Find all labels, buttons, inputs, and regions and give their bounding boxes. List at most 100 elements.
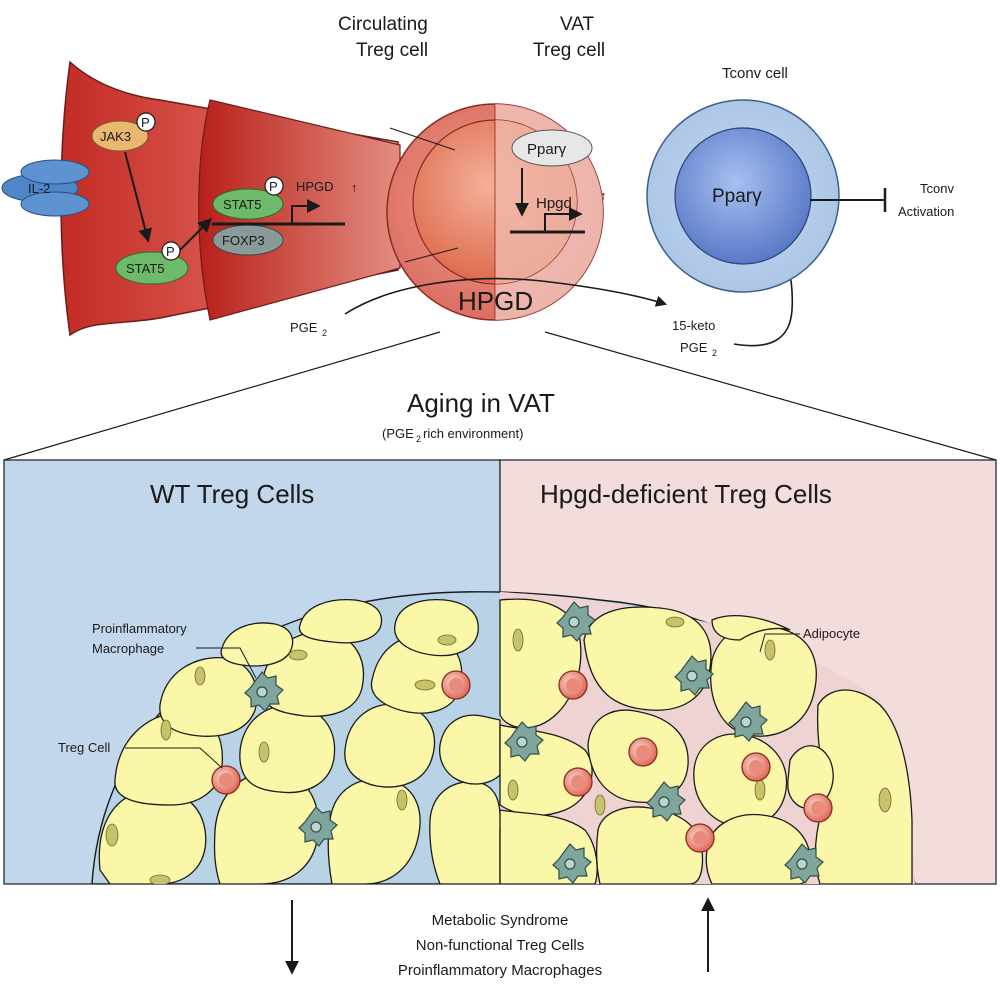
adipocyte-nucleus [396, 789, 408, 811]
macrophage [244, 671, 284, 712]
macrophage [556, 601, 596, 642]
ko-panel-title: Hpgd-deficient Treg Cells [540, 479, 832, 509]
environment-sub: 2 [416, 434, 421, 444]
adipocyte [220, 622, 294, 667]
keto-label-2: PGE [680, 340, 708, 355]
circulating-label-1: Circulating [338, 14, 428, 35]
pge2-label: PGE [290, 320, 318, 335]
adipocyte-nucleus [105, 823, 119, 847]
outcome-line-2: Non-functional Treg Cells [416, 937, 584, 954]
treg-cell [741, 752, 771, 782]
stat5-to-nucleus-arrow [179, 218, 212, 251]
jak3-to-stat5-arrow [124, 151, 152, 243]
phospho-label: P [141, 115, 150, 130]
adipocyte [583, 606, 712, 711]
il2-label: IL-2 [28, 181, 50, 196]
phospho-label: P [269, 179, 278, 194]
adipocyte [439, 714, 501, 785]
adipocyte-nucleus [594, 794, 606, 816]
treg-cell [558, 670, 588, 700]
adipocyte-nucleus [764, 639, 776, 661]
up-arrow-icon: ↑ [600, 188, 607, 203]
adipocyte-nucleus [194, 666, 206, 686]
treg-cell [211, 765, 241, 795]
leader-line [404, 247, 459, 263]
hpgd-up-label: HPGD [296, 179, 334, 194]
adipocyte-nucleus [507, 779, 519, 801]
tconv-activation-2: Activation [898, 204, 954, 219]
hpgd-gene-promoter: HPGD ↑ [212, 179, 358, 226]
adipose-tissue [91, 591, 916, 884]
hpgd-vat-label: Hpgd [536, 195, 572, 212]
pparg-label-vat: Pparγ [527, 141, 567, 158]
adipocyte-leader [759, 633, 800, 653]
macrophage [298, 806, 338, 847]
keto-label-1: 15-keto [672, 318, 715, 333]
phospho-icon [264, 176, 284, 196]
adipocyte-nucleus [414, 679, 436, 691]
stat5-node-upper: STAT5 P [212, 176, 284, 220]
treg-cell [803, 793, 833, 823]
macrophage-label-2: Macrophage [92, 641, 164, 656]
pge2-flow: PGE 2 15-keto PGE 2 [290, 223, 794, 358]
adipocyte-nucleus [258, 741, 270, 763]
stat5-node-lower: STAT5 P [115, 241, 189, 285]
jak3-label: JAK3 [100, 129, 131, 144]
macrophage-leader [196, 647, 257, 679]
macrophage [728, 701, 768, 742]
adipocyte-nucleus [665, 616, 685, 628]
vat-label-1: VAT [560, 14, 595, 35]
pparg-node-vat: Pparγ [511, 129, 593, 167]
adipocyte [159, 657, 258, 737]
up-arrow-icon: ↑ [351, 180, 358, 195]
treg-cell [685, 823, 715, 853]
adipocyte-nucleus [878, 787, 892, 813]
foxp3-node: FOXP3 [212, 224, 284, 256]
adipocyte [787, 745, 834, 810]
hpgd-main-label: HPGD [458, 286, 533, 316]
adipocyte [239, 704, 336, 794]
inhibition-arrow [810, 188, 887, 212]
wt-panel-title: WT Treg Cells [150, 479, 314, 509]
leader-line [389, 127, 456, 151]
adipocyte [344, 703, 436, 788]
il2-receptor: IL-2 [1, 159, 90, 217]
treg-cell [563, 767, 593, 797]
adipocyte [298, 599, 383, 644]
adipocyte-nucleus [160, 719, 172, 741]
treg-cell [628, 737, 658, 767]
adipocyte-nucleus [437, 634, 457, 646]
stat5-label-upper: STAT5 [223, 197, 262, 212]
outcome-line-1: Metabolic Syndrome [432, 912, 569, 929]
adipocyte-nucleus [754, 779, 766, 801]
circulating-label-2: Treg cell [356, 40, 428, 61]
pge2-sub: 2 [322, 328, 327, 338]
hpgd-gene-vat: Hpgd ↑ [510, 188, 607, 234]
macrophage [552, 843, 592, 884]
adipocyte-nucleus [288, 649, 308, 661]
adipocyte [711, 615, 791, 641]
adipocyte-nucleus [149, 874, 171, 884]
macrophage [674, 655, 714, 696]
macrophage-label-1: Proinflammatory [92, 621, 187, 636]
treg-cell-label: Treg Cell [58, 740, 110, 755]
treg-cell [441, 670, 471, 700]
zoom-line-right [544, 331, 997, 461]
keto-sub: 2 [712, 348, 717, 358]
macrophage [646, 781, 686, 822]
tconv-activation-1: Tconv [920, 181, 954, 196]
vat-label-2: Treg cell [533, 40, 605, 61]
foxp3-label: FOXP3 [222, 233, 265, 248]
treg-leader [125, 747, 223, 769]
stat5-label-lower: STAT5 [126, 261, 165, 276]
pparg-label-tconv: Pparγ [712, 186, 762, 207]
environment-open: (PGE [382, 426, 414, 441]
adipocyte [429, 781, 501, 884]
environment-rest: rich environment) [423, 426, 523, 441]
outcome-line-3: Proinflammatory Macrophages [398, 962, 602, 979]
adipocyte-label: Adipocyte [803, 626, 860, 641]
macrophage [504, 721, 544, 762]
phospho-icon [136, 112, 156, 132]
macrophage [784, 843, 824, 884]
